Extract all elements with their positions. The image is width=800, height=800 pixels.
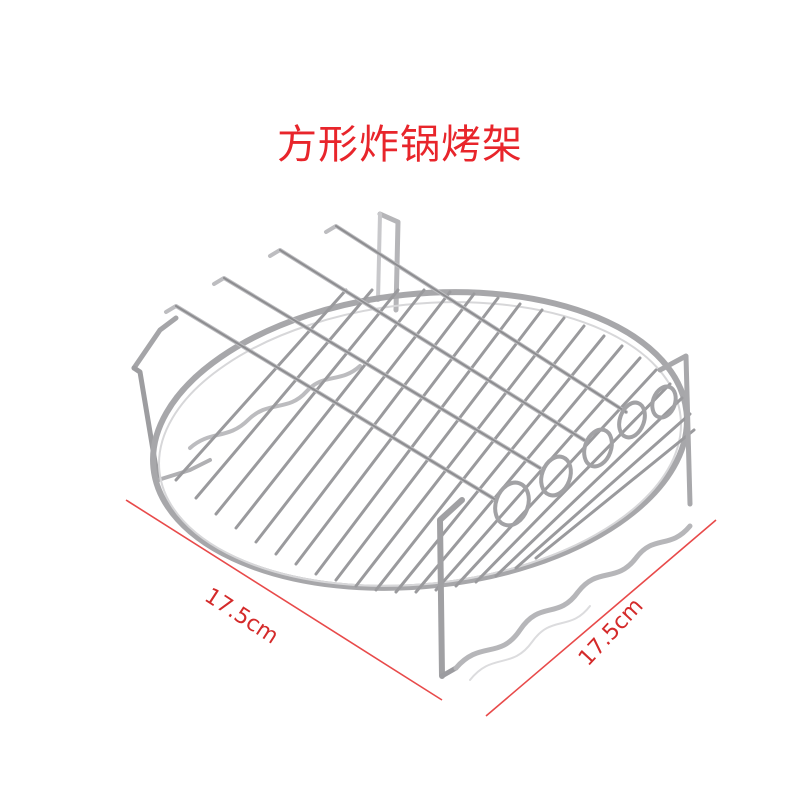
- dimension-line-left: [125, 499, 443, 701]
- product-title: 方形炸锅烤架: [277, 122, 523, 168]
- air-fryer-rack: [131, 211, 696, 681]
- dimension-line-right: [485, 519, 717, 717]
